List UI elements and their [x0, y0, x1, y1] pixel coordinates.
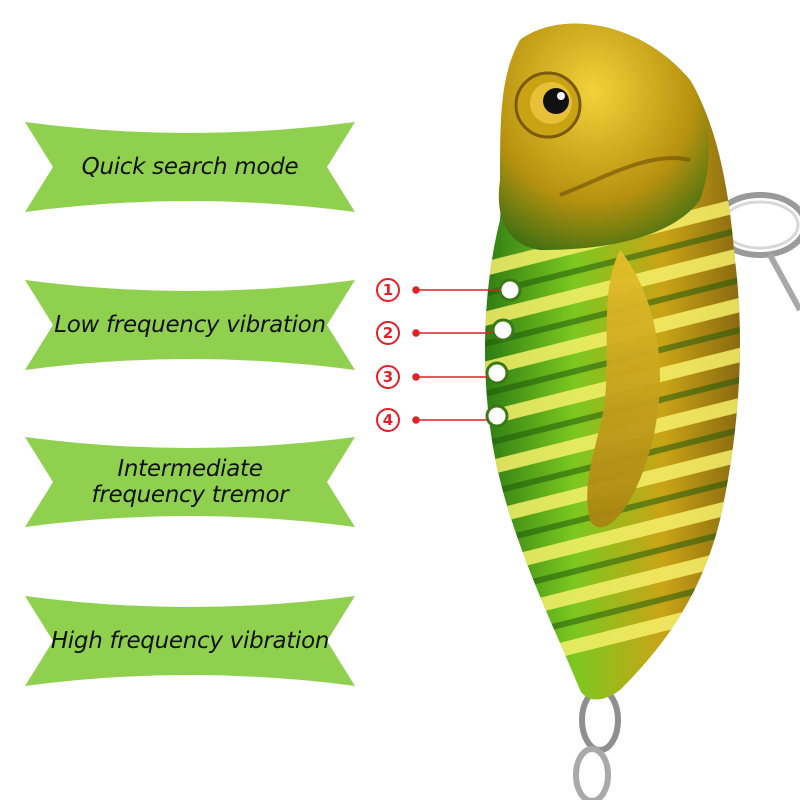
bottom-chain-icon: [573, 687, 621, 800]
banner-quick-search: Quick search mode: [25, 122, 355, 212]
ribbon-shape: [25, 437, 355, 527]
ribbon-shape: [25, 122, 355, 212]
marker-connectors: [412, 286, 500, 424]
banner-label: Low frequency vibration: [54, 311, 326, 338]
ribbon-shape: [25, 280, 355, 370]
banner-label: Intermediate frequency tremor: [91, 455, 289, 508]
banner-high-frequency: High frequency vibration: [25, 596, 355, 686]
banner-low-frequency: Low frequency vibration: [25, 280, 355, 370]
hole-marker-2: 2: [376, 321, 400, 345]
banner-label: High frequency vibration: [50, 627, 330, 654]
vibration-holes: [485, 278, 522, 428]
banner-label: Quick search mode: [81, 153, 299, 180]
hole-marker-4: 4: [376, 408, 400, 432]
banner-intermediate-frequency: Intermediate frequency tremor: [25, 437, 355, 527]
hole-marker-3: 3: [376, 365, 400, 389]
ribbon-shape: [25, 596, 355, 686]
hole-marker-1: 1: [376, 278, 400, 302]
lure-eye-icon: [514, 71, 582, 139]
